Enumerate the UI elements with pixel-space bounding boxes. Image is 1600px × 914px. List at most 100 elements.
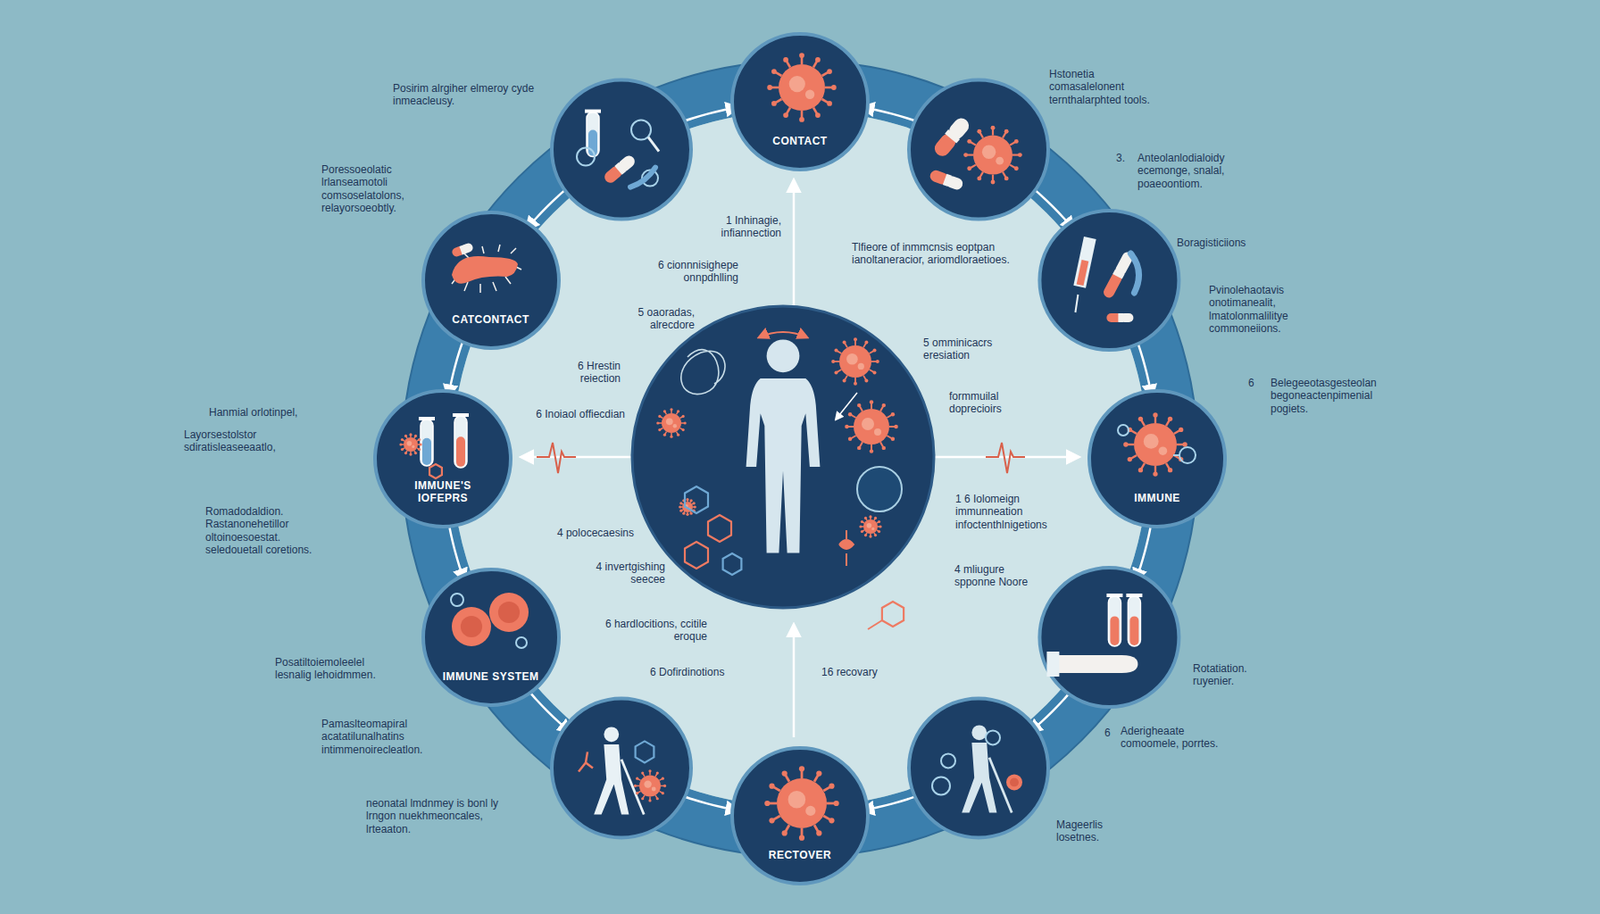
virus-body xyxy=(973,135,1013,175)
virus-spike-tip xyxy=(1182,441,1187,447)
capsule-join xyxy=(458,244,467,255)
annotation-text: Hstonetia comasalelonent ternthalarphted… xyxy=(1049,67,1166,107)
tube-liquid xyxy=(456,436,466,467)
virus-body xyxy=(639,775,661,797)
stage-circle xyxy=(908,698,1049,838)
annotation-text: Boragisticiions xyxy=(1176,236,1293,250)
bacterium-hairs xyxy=(451,244,522,293)
virus-spike-tip xyxy=(826,68,833,75)
virus-spike-tip xyxy=(1167,416,1173,422)
virus-core xyxy=(805,90,815,100)
virus-core xyxy=(651,787,657,792)
capsule-join xyxy=(942,174,952,187)
virus-spike-tip xyxy=(816,830,822,836)
virus-core xyxy=(846,353,859,366)
tube-liquid xyxy=(422,438,432,466)
stage-illustration xyxy=(1087,389,1227,529)
virus-spike-tip xyxy=(400,438,404,442)
annotation-text: 16 recovary xyxy=(821,666,920,679)
virus-icon xyxy=(656,408,687,439)
virus-core xyxy=(874,428,882,436)
annotation-text: Posatiltoiemoleelel lesnalig lehoidmmen. xyxy=(275,656,400,683)
virus-spike-tip xyxy=(633,784,637,788)
virus-core xyxy=(789,75,806,92)
virus-core xyxy=(673,424,677,428)
virus-spike-tip xyxy=(878,525,882,528)
stage-circle xyxy=(551,698,692,838)
virus-spike-tip xyxy=(783,57,789,63)
molecule-ring xyxy=(635,741,655,763)
person-body xyxy=(593,744,629,815)
virus-body xyxy=(661,413,682,434)
virus-spike-tip xyxy=(1138,416,1143,422)
virus-body xyxy=(778,64,825,111)
molecule-ring xyxy=(708,515,732,542)
virus-spike-tip xyxy=(782,830,788,836)
walking-person xyxy=(593,726,644,815)
virus-body xyxy=(403,437,418,452)
virus-spike-tip xyxy=(400,448,404,451)
molecule-bond xyxy=(867,620,883,630)
bubble xyxy=(1179,447,1196,464)
blood-cell-center xyxy=(459,616,482,638)
stage-circle xyxy=(908,80,1049,220)
virus-core xyxy=(643,780,651,788)
molecule-branch xyxy=(578,751,593,772)
virus-core xyxy=(1143,433,1159,450)
stage-circle xyxy=(1039,567,1179,708)
virus-icon xyxy=(633,769,667,802)
virus-spike-tip xyxy=(869,400,874,404)
syringe-liquid xyxy=(1076,259,1090,286)
virus-spike-tip xyxy=(833,370,838,375)
annotation-text: Romadodaldion. Rastanonehetillor oltoino… xyxy=(205,505,335,558)
virus-spike-tip xyxy=(408,433,412,436)
virus-spike-tip xyxy=(799,52,805,59)
virus-spike-tip xyxy=(860,530,864,534)
center-illustration xyxy=(656,332,902,575)
annotation-text: Mageerlis losetnes. xyxy=(1056,818,1146,845)
virus-spike-tip xyxy=(868,534,872,538)
virus-spike-tip xyxy=(771,100,777,107)
virus-spike-tip xyxy=(771,68,777,75)
stage-label: IMMUNE xyxy=(1133,492,1181,506)
ring-arrow xyxy=(861,107,922,124)
virus-spike-tip xyxy=(799,835,805,842)
virus-body xyxy=(853,408,890,445)
virus-core xyxy=(861,417,875,431)
stage-circle-disc xyxy=(551,80,692,220)
annotation-text: 5 oaoradas, alrecdore xyxy=(596,306,695,333)
person-head xyxy=(971,725,987,741)
virus-icon xyxy=(1123,412,1188,477)
sleeve xyxy=(1046,651,1059,677)
virus-spike-tip xyxy=(685,498,689,501)
stage-label: CATCONTACT xyxy=(451,314,530,327)
virus-spike-tip xyxy=(663,409,667,413)
ring-arrow xyxy=(1135,336,1152,397)
virus-spike-tip xyxy=(663,784,667,788)
ant-bug xyxy=(839,530,854,567)
ring-arrow xyxy=(448,520,465,581)
virus-spike-tip xyxy=(676,433,680,437)
stage-circle: IMMUNE SYSTEM xyxy=(421,567,561,708)
virus-spike-tip xyxy=(404,434,408,438)
virus-core xyxy=(995,157,1004,166)
virus-spike-tip xyxy=(768,817,775,824)
cell-sphere xyxy=(857,466,902,512)
virus-spike-tip xyxy=(693,505,697,509)
annotation-text: 6 Dofirdinotions xyxy=(650,666,758,679)
virus-spike-tip xyxy=(815,57,821,63)
virus-spike-tip xyxy=(848,412,852,417)
annotation-text: neonatal lmdnmey is bonl ly lrngon nuekh… xyxy=(366,797,527,836)
virus-spike-tip xyxy=(1138,467,1143,473)
virus-core xyxy=(866,523,873,529)
annotation-text: Pvinolehaotavis onotimanealit, lmatolonm… xyxy=(1208,283,1334,336)
ring-arrow xyxy=(526,185,571,230)
virus-icon xyxy=(844,400,899,454)
bubble xyxy=(576,148,595,167)
virus-spike-tip xyxy=(635,791,639,795)
blood-cell-center xyxy=(497,601,519,624)
bubble xyxy=(985,730,1000,745)
virus-body xyxy=(776,778,827,829)
stalk xyxy=(1173,454,1181,457)
